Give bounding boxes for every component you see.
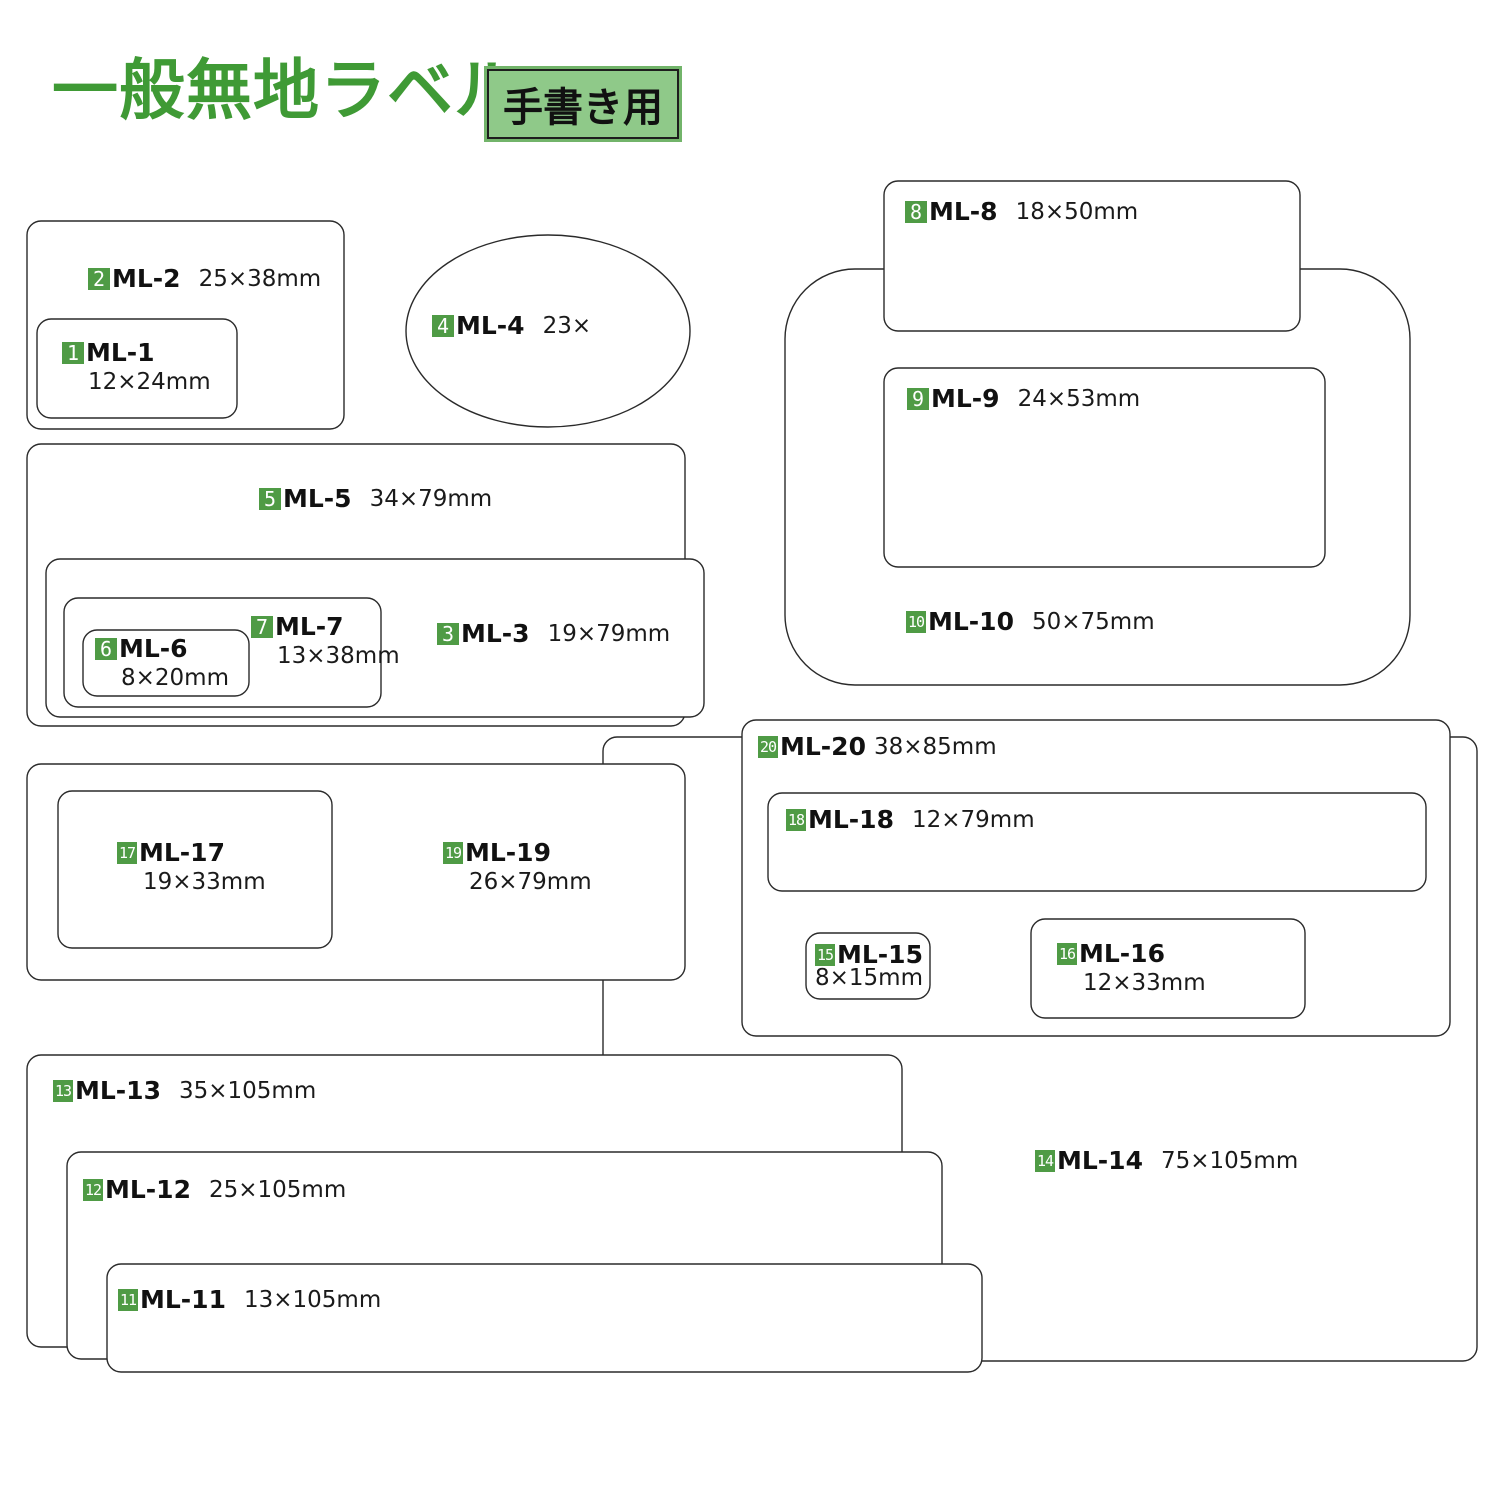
ml4-code: ML-4	[456, 311, 525, 340]
ml13-number: 13	[53, 1080, 73, 1102]
ml15-outline	[805, 932, 931, 1000]
ml2-number: 2	[88, 268, 110, 290]
ml5-size: 34×79mm	[369, 486, 493, 512]
ml18-outline	[767, 792, 1427, 892]
ml16-number: 16	[1057, 943, 1077, 965]
ml5-number: 5	[259, 488, 281, 510]
ml16-outline	[1030, 918, 1306, 1019]
ml19-code: ML-19	[465, 838, 551, 867]
ml9-code: ML-9	[931, 384, 1000, 413]
ml11-size: 13×105mm	[243, 1287, 382, 1313]
ml16-size: 12×33mm	[1083, 970, 1206, 996]
page-title: 一般無地ラベル	[52, 52, 521, 129]
ml2-code: ML-2	[112, 264, 181, 293]
ml8-code: ML-8	[929, 197, 998, 226]
ml20-code: ML-20	[780, 732, 866, 761]
ml13-size: 35×105mm	[178, 1078, 317, 1104]
ml18-number: 18	[786, 809, 806, 831]
ml9-number: 9	[907, 388, 929, 410]
ml7-number: 7	[251, 616, 273, 638]
ml14-code: ML-14	[1057, 1146, 1143, 1175]
ml15-code: ML-15	[837, 940, 923, 969]
ml17-size: 19×33mm	[143, 869, 266, 895]
ml11-code: ML-11	[140, 1285, 226, 1314]
ml8-number: 8	[905, 201, 927, 223]
handwriting-badge: 手書き用	[484, 66, 682, 142]
ml10-number: 10	[906, 611, 926, 633]
ml7-size: 13×38mm	[277, 643, 400, 669]
ml1-size: 12×24mm	[88, 369, 211, 395]
ml18-size: 12×79mm	[911, 807, 1035, 833]
handwriting-badge-label: 手書き用	[487, 69, 679, 139]
ml16-code: ML-16	[1079, 939, 1165, 968]
ml2-size: 25×38mm	[198, 266, 322, 292]
ml15-number: 15	[815, 944, 835, 966]
ml9-outline	[883, 367, 1326, 568]
ml8-outline	[883, 180, 1301, 332]
ml11-number: 11	[118, 1289, 138, 1311]
ml4-outline	[405, 234, 691, 428]
ml9-size: 24×53mm	[1017, 386, 1141, 412]
ml4-size: 23×	[542, 313, 592, 339]
ml4-number: 4	[432, 315, 454, 337]
ml1-outline	[36, 318, 238, 419]
ml10-size: 50×75mm	[1031, 609, 1155, 635]
ml19-number: 19	[443, 842, 463, 864]
ml14-number: 14	[1035, 1150, 1055, 1172]
ml6-code: ML-6	[119, 634, 188, 663]
ml11-outline	[106, 1263, 983, 1373]
ml14-size: 75×105mm	[1160, 1148, 1299, 1174]
ml20-size: 38×85mm	[873, 734, 997, 760]
ml19-size: 26×79mm	[469, 869, 592, 895]
ml17-code: ML-17	[139, 838, 225, 867]
ml5-code: ML-5	[283, 484, 352, 513]
ml12-size: 25×105mm	[208, 1177, 347, 1203]
ml6-outline	[82, 629, 250, 697]
ml6-number: 6	[95, 638, 117, 660]
ml17-number: 17	[117, 842, 137, 864]
ml12-code: ML-12	[105, 1175, 191, 1204]
ml15-size: 8×15mm	[815, 965, 923, 991]
ml18-code: ML-18	[808, 805, 894, 834]
ml3-code: ML-3	[461, 619, 530, 648]
ml10-code: ML-10	[928, 607, 1014, 636]
ml13-code: ML-13	[75, 1076, 161, 1105]
ml3-number: 3	[437, 623, 459, 645]
ml6-size: 8×20mm	[121, 665, 229, 691]
ml1-number: 1	[62, 342, 84, 364]
ml12-number: 12	[83, 1179, 103, 1201]
ml20-number: 20	[758, 736, 778, 758]
ml1-code: ML-1	[86, 338, 155, 367]
ml7-code: ML-7	[275, 612, 344, 641]
ml3-size: 19×79mm	[547, 621, 671, 647]
ml17-outline	[57, 790, 333, 949]
ml8-size: 18×50mm	[1015, 199, 1139, 225]
